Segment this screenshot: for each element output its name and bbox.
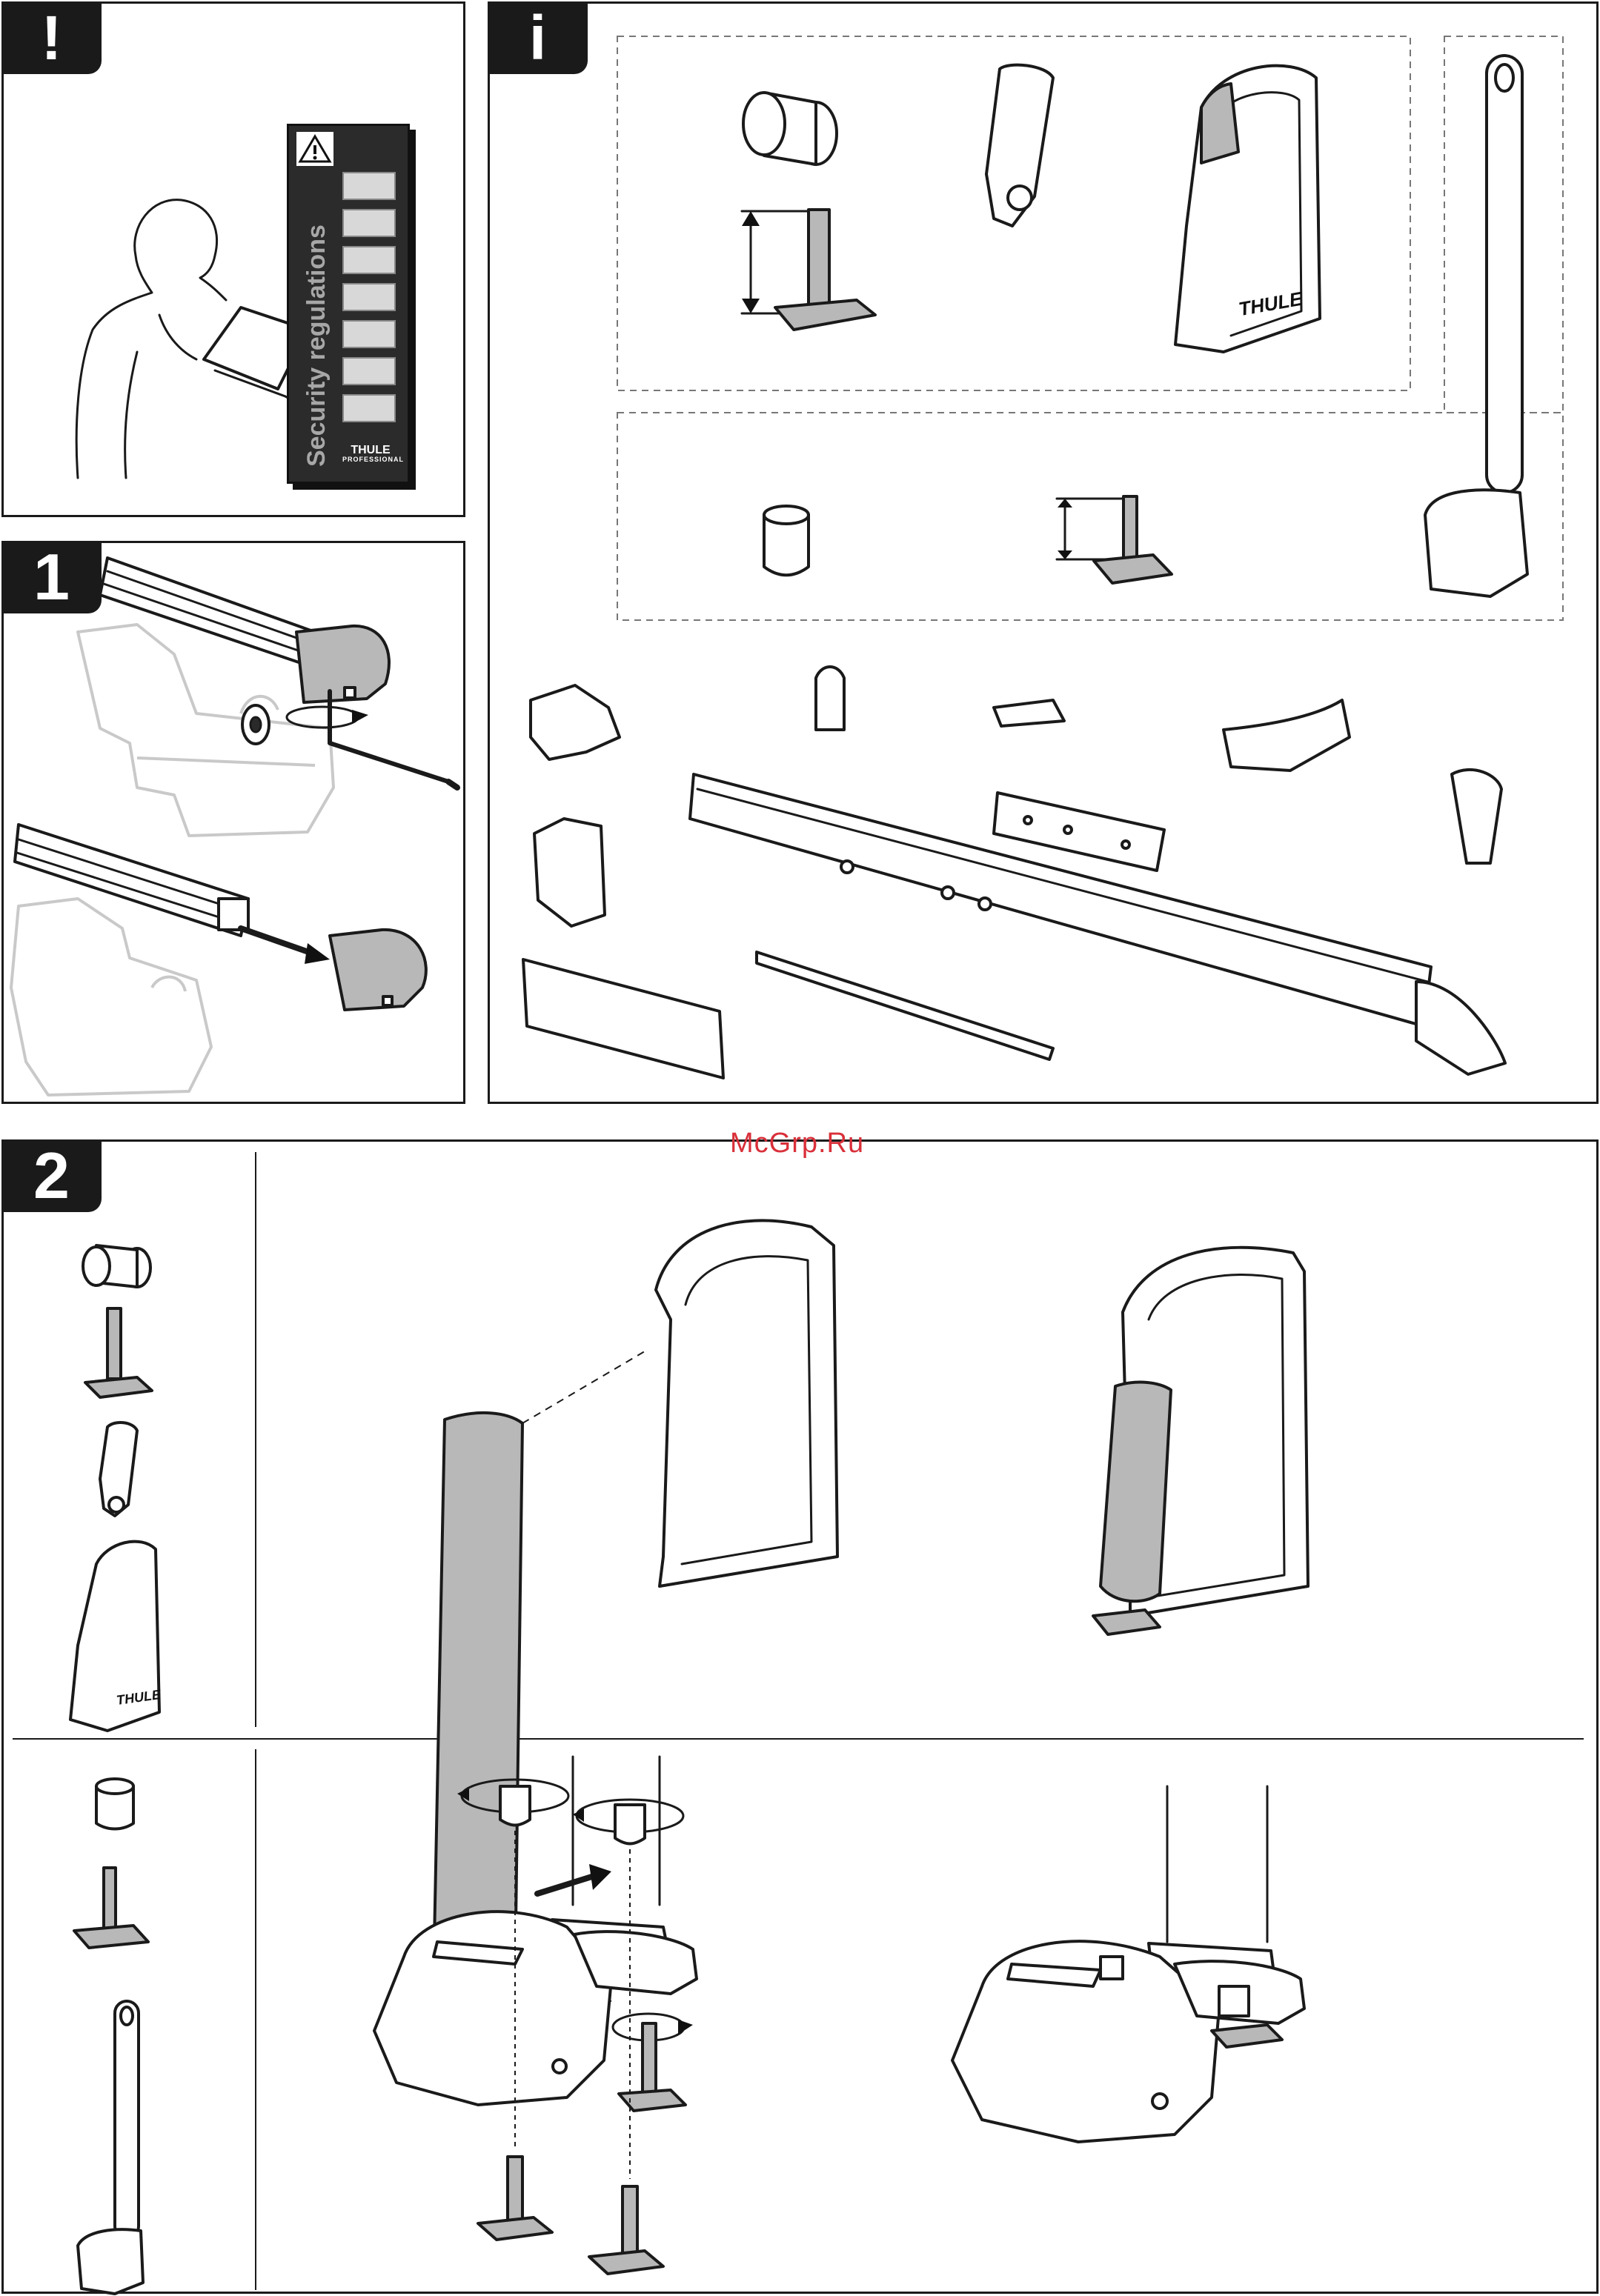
booklet-brand: THULE PROFESSIONAL bbox=[342, 445, 399, 463]
watermark-text: McGrp.Ru bbox=[730, 1128, 864, 1159]
rail-with-endcap-illustration bbox=[4, 543, 468, 1106]
warning-tab: ! bbox=[1, 1, 102, 74]
parts-overview-illustration bbox=[490, 4, 1600, 1106]
assembly-illustration bbox=[4, 1142, 1600, 2296]
security-booklet: Security regulations THULE PROFESSIONAL bbox=[287, 124, 410, 484]
step2-panel: 2 bbox=[1, 1139, 1599, 2294]
warning-triangle-icon bbox=[296, 132, 333, 166]
step1-panel: 1 bbox=[1, 541, 465, 1104]
warning-panel: ! Security regulations THULE bbox=[1, 1, 465, 517]
booklet-title: Security regulations bbox=[302, 224, 331, 467]
info-panel: i bbox=[488, 1, 1599, 1104]
booklet-thumbnails bbox=[342, 172, 396, 422]
